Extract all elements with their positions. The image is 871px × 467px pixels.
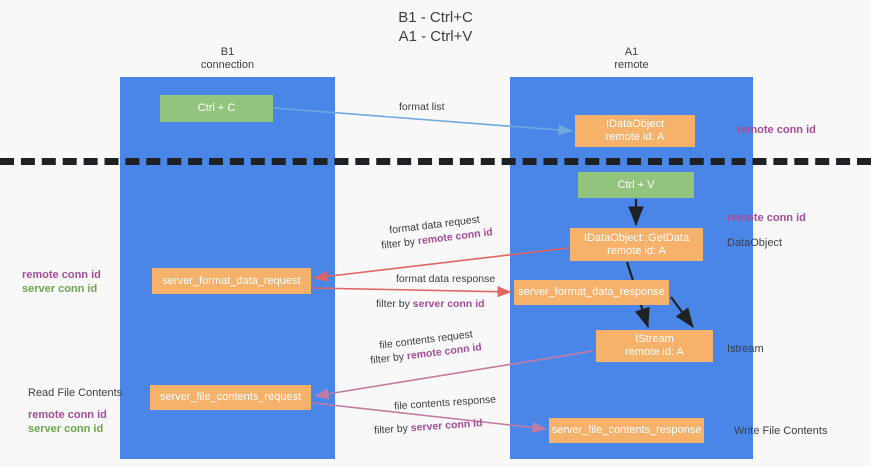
box-idataobject-top-line2: remote id: A: [605, 131, 665, 143]
box-istream-line1: IStream: [635, 333, 674, 345]
arrow-format-data-response: [312, 286, 512, 298]
legend-middle-server: server conn id: [22, 283, 98, 295]
filter-key-server-conn-id: server conn id: [412, 298, 485, 310]
legend-bottom-server: server conn id: [28, 423, 104, 435]
legend-bottom: Read File Contents remote conn id server…: [28, 386, 122, 436]
filter-prefix: filter by: [373, 422, 412, 437]
box-server-format-data-response-label: server_format_data_response: [518, 286, 665, 298]
side-label-istream: Istream: [727, 343, 764, 355]
box-ctrl-c-label: Ctrl + C: [197, 102, 236, 114]
box-server-format-data-response[interactable]: server_format_data_response: [514, 280, 669, 305]
box-getdata-line2: remote id: A: [607, 244, 666, 257]
edge-label-format-data-response-filter: filter by server conn id: [376, 297, 485, 311]
box-istream[interactable]: IStream remote id: A: [596, 330, 713, 362]
column-header-b1: B1 connection: [200, 46, 255, 71]
column-header-a1: A1 remote: [614, 46, 649, 71]
box-idataobject-top[interactable]: IDataObject remote id: A: [575, 115, 695, 147]
box-ctrl-v[interactable]: Ctrl + V: [578, 172, 694, 198]
box-server-file-contents-request[interactable]: server_file_contents_request: [150, 385, 311, 410]
arrow-format-response-to-istream: [670, 296, 694, 328]
box-server-file-contents-response[interactable]: server_file_contents_response: [549, 418, 704, 443]
side-label-write-file-contents: Write File Contents: [734, 425, 828, 437]
diagram-title: B1 - Ctrl+C A1 - Ctrl+V: [398, 9, 473, 45]
arrow-format-data-request: [313, 247, 569, 282]
side-label-remote-conn-id-mid: remote conn id: [727, 212, 806, 224]
box-server-format-data-request[interactable]: server_format_data_request: [152, 268, 311, 294]
box-istream-line2: remote id: A: [625, 346, 684, 358]
arrow-file-contents-request: [314, 350, 594, 400]
box-ctrl-c[interactable]: Ctrl + C: [160, 95, 273, 122]
box-ctrl-v-label: Ctrl + V: [617, 178, 655, 191]
side-label-dataobject: DataObject: [727, 237, 783, 249]
arrow-format-list: [273, 107, 573, 136]
box-server-format-data-request-label: server_format_data_request: [162, 274, 301, 287]
side-label-remote-conn-id-top: remote conn id: [737, 124, 816, 136]
box-server-file-contents-response-label: server_file_contents_response: [551, 424, 702, 436]
legend-middle-remote: remote conn id: [22, 269, 101, 281]
phase-divider: [0, 158, 871, 165]
legend-middle: remote conn id server conn id: [22, 268, 101, 296]
edge-label-format-data-response: format data response: [396, 273, 496, 285]
legend-bottom-heading: Read File Contents: [28, 387, 123, 399]
edge-label-format-list: format list: [399, 101, 445, 113]
filter-prefix: filter by: [376, 298, 413, 310]
box-server-file-contents-request-label: server_file_contents_request: [159, 391, 302, 403]
box-idataobject-top-line1: IDataObject: [605, 118, 665, 130]
arrow-file-contents-response: [312, 402, 547, 434]
box-getdata-line1: IDataObject::GetData: [583, 231, 690, 244]
legend-bottom-remote: remote conn id: [28, 409, 107, 421]
box-idataobject-getdata[interactable]: IDataObject::GetData remote id: A: [570, 228, 703, 261]
